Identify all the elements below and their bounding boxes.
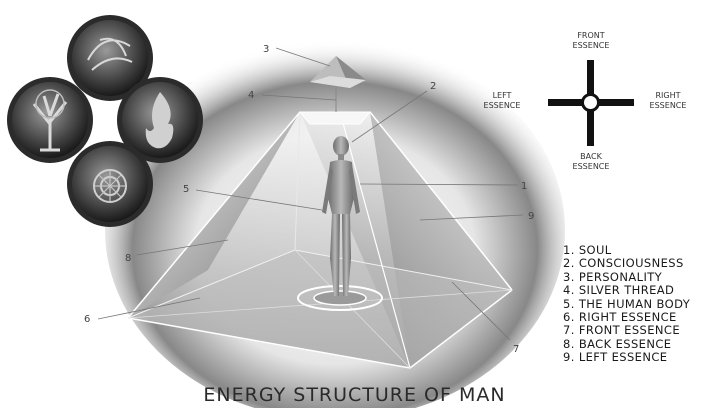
compass-right-line1: RIGHT — [630, 91, 706, 101]
compass-right-line2: ESSENCE — [630, 101, 706, 111]
callout-1: 1 — [521, 181, 527, 192]
earth-icon — [7, 77, 93, 163]
water-icon — [67, 141, 153, 227]
legend-item-front-essence: 7. FRONT ESSENCE — [563, 324, 690, 337]
callout-2: 2 — [430, 81, 436, 92]
callout-7: 7 — [513, 344, 519, 355]
legend-list: 1. SOUL 2. CONSCIOUSNESS 3. PERSONALITY … — [563, 244, 690, 365]
compass-front-line1: FRONT — [546, 31, 636, 41]
compass-back-line1: BACK — [546, 152, 636, 162]
legend-item-left-essence: 9. LEFT ESSENCE — [563, 351, 690, 364]
compass-front-label: FRONT ESSENCE — [546, 31, 636, 51]
compass-right-label: RIGHT ESSENCE — [630, 91, 706, 111]
compass-back-line2: ESSENCE — [546, 162, 636, 172]
legend-item-right-essence: 6. RIGHT ESSENCE — [563, 311, 690, 324]
compass-left-line1: LEFT — [462, 91, 542, 101]
callout-5: 5 — [183, 184, 189, 195]
legend-item-consciousness: 2. CONSCIOUSNESS — [563, 257, 690, 270]
callout-3: 3 — [263, 44, 269, 55]
compass-back-label: BACK ESSENCE — [546, 152, 636, 172]
callout-6: 6 — [84, 314, 90, 325]
callout-4: 4 — [248, 90, 254, 101]
callout-8: 8 — [125, 253, 131, 264]
diagram-title: ENERGY STRUCTURE OF MAN — [0, 384, 709, 406]
essence-compass — [548, 60, 634, 146]
legend-item-silver-thread: 4. SILVER THREAD — [563, 284, 690, 297]
legend-item-soul: 1. SOUL — [563, 244, 690, 257]
compass-left-line2: ESSENCE — [462, 101, 542, 111]
legend-item-personality: 3. PERSONALITY — [563, 271, 690, 284]
legend-item-human-body: 5. THE HUMAN BODY — [563, 298, 690, 311]
callout-9: 9 — [528, 211, 534, 222]
legend-item-back-essence: 8. BACK ESSENCE — [563, 338, 690, 351]
compass-front-line2: ESSENCE — [546, 41, 636, 51]
compass-left-label: LEFT ESSENCE — [462, 91, 542, 111]
